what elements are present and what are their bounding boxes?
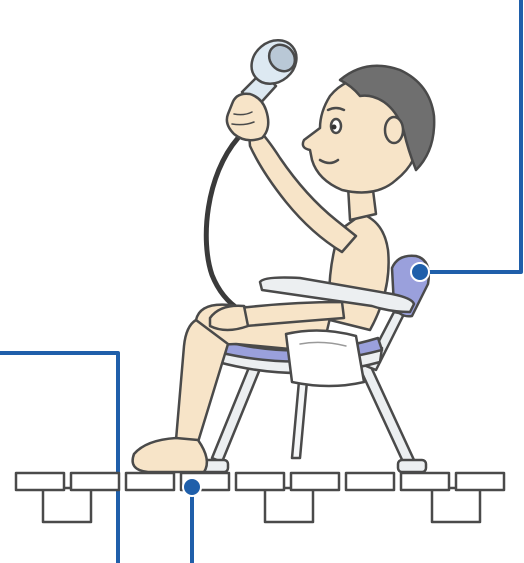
duckboard-slat-2 [71, 473, 119, 490]
foot [133, 438, 207, 472]
duckboard-slat-9 [456, 473, 504, 490]
duckboard-slat-5 [236, 473, 284, 490]
duckboard-support-3 [432, 488, 480, 522]
callout-dot-icon [183, 478, 201, 496]
duckboard-support-1 [43, 488, 91, 522]
pupil [332, 125, 337, 130]
shower-hose [206, 138, 240, 310]
head [303, 66, 434, 193]
ear [385, 117, 403, 143]
chair-foot-rear [398, 460, 426, 472]
duckboard-slat-1 [16, 473, 64, 490]
duckboard-slat-6 [291, 473, 339, 490]
hand-holding-shower [227, 94, 268, 141]
duckboard-slat-8 [401, 473, 449, 490]
duckboard-slat-7 [346, 473, 394, 490]
leg-leader-line [0, 353, 118, 563]
duckboard-support-2 [265, 488, 313, 522]
backrest-leader-line [420, 0, 521, 272]
callout-dot-icon [411, 263, 429, 281]
duckboard-slat-3 [126, 473, 174, 490]
towel [286, 330, 364, 386]
chair-leg-rear [356, 356, 414, 464]
shin [176, 320, 228, 442]
duckboard-slats [16, 473, 504, 522]
